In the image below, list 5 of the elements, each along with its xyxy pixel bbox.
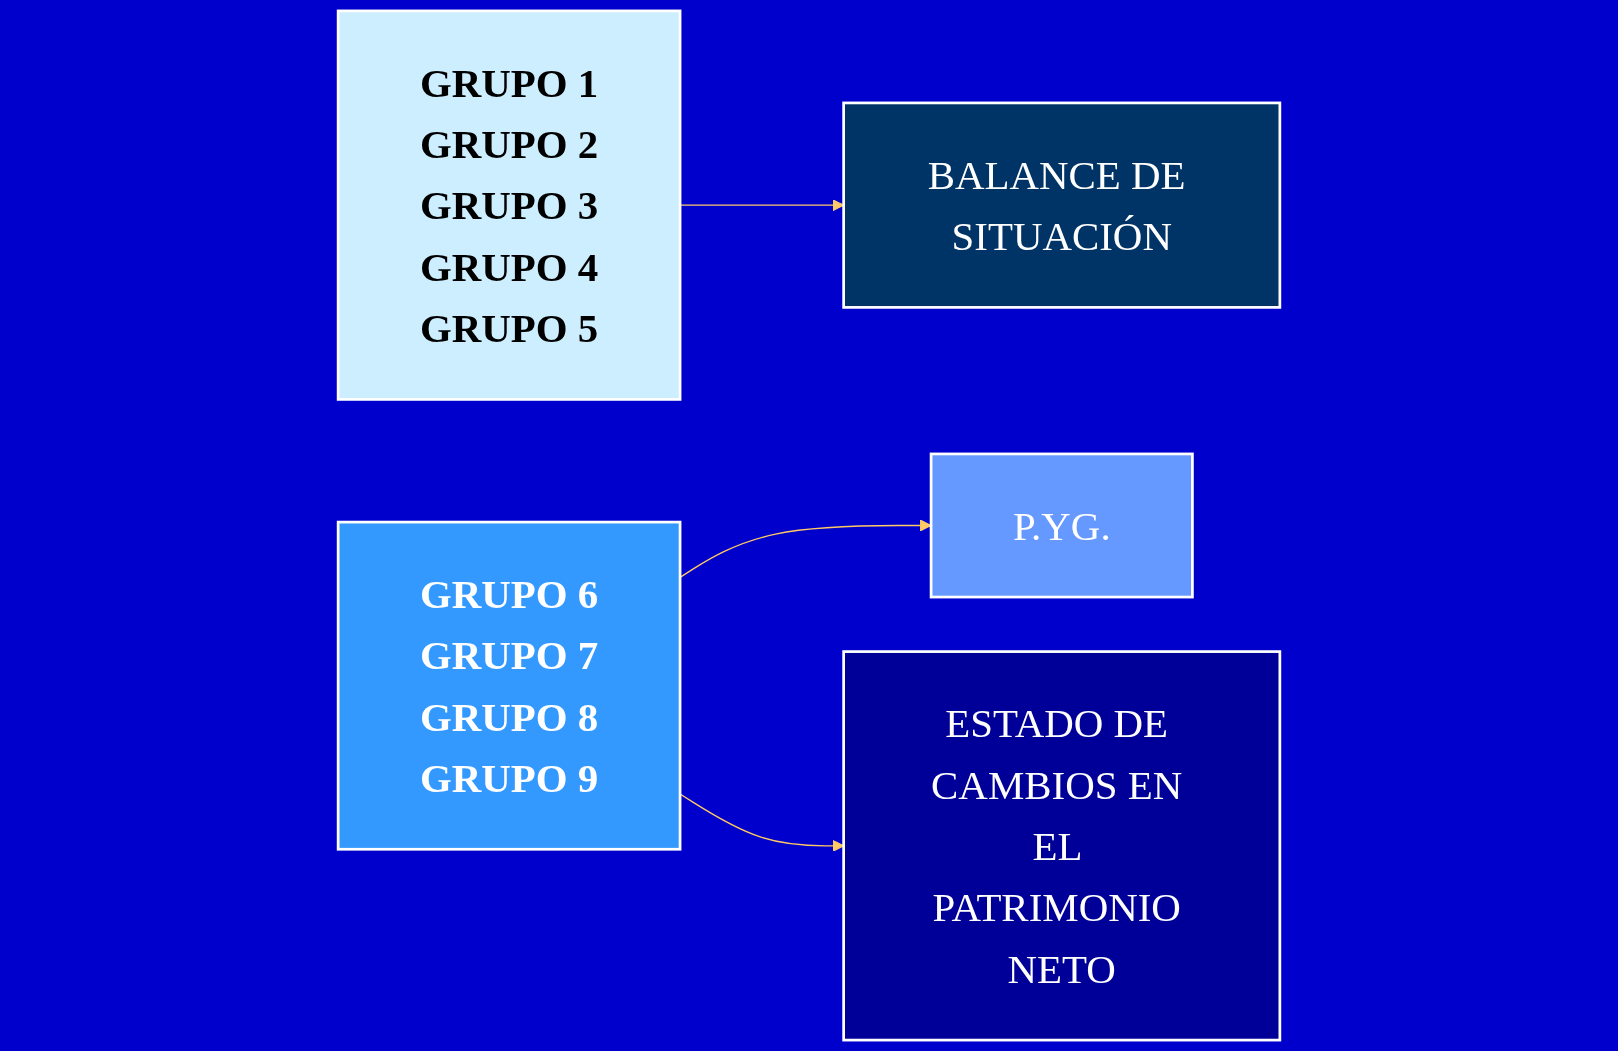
node-box: ESTADO DE CAMBIOS EN EL PATRIMONIO NETO [842, 650, 1282, 1042]
node-box: GRUPO 6 GRUPO 7 GRUPO 8 GRUPO 9 [336, 520, 682, 851]
node-box: GRUPO 1 GRUPO 2 GRUPO 3 GRUPO 4 GRUPO 5 [336, 9, 682, 401]
node-box: P.YG. [929, 452, 1194, 599]
node-box: BALANCE DE SITUACIÓN [842, 101, 1282, 309]
